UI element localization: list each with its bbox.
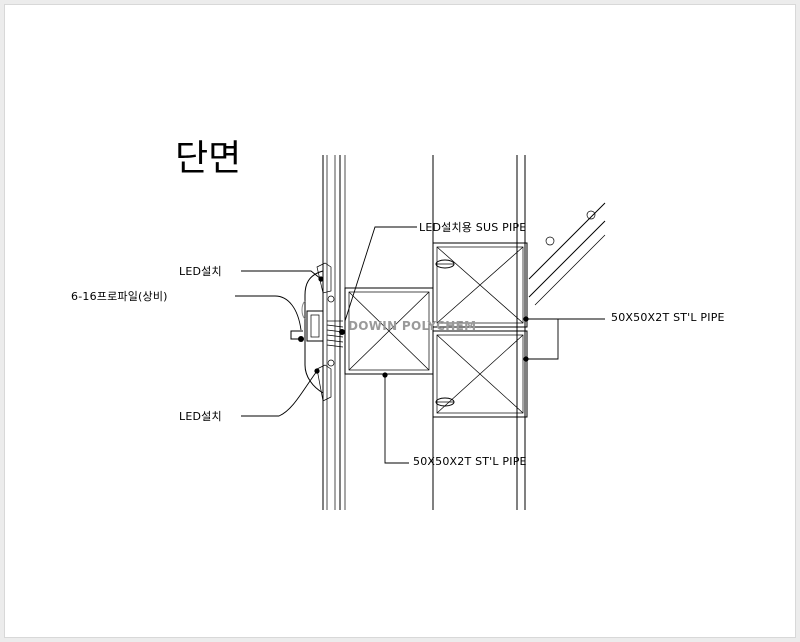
watermark: DOWIN POLYCHEM bbox=[348, 319, 477, 333]
stl-pipe-lower-right bbox=[432, 330, 528, 418]
label-stl-pipe-right: 50X50X2T ST'L PIPE bbox=[611, 311, 725, 324]
led-profile-assembly bbox=[290, 262, 344, 402]
leader-lines bbox=[235, 226, 605, 464]
label-led-install-lower: LED설치 bbox=[179, 410, 222, 423]
stl-pipe-upper-right bbox=[432, 242, 528, 328]
bolts bbox=[435, 259, 455, 407]
drawing-sheet: 단면 LED설치 6-16프로파일(상비) LED설치 LED설치용 SUS P… bbox=[4, 4, 796, 638]
diagonal-bracket bbox=[528, 202, 606, 306]
section-drawing bbox=[235, 155, 606, 510]
label-stl-pipe-bottom: 50X50X2T ST'L PIPE bbox=[413, 455, 527, 468]
label-led-install-upper: LED설치 bbox=[179, 265, 222, 278]
section-title: 단면 bbox=[175, 138, 242, 179]
stl-pipe-left bbox=[344, 287, 434, 375]
screw-thread bbox=[326, 320, 344, 348]
label-profile: 6-16프로파일(상비) bbox=[71, 290, 168, 303]
label-sus-pipe: LED설치용 SUS PIPE bbox=[419, 221, 527, 234]
